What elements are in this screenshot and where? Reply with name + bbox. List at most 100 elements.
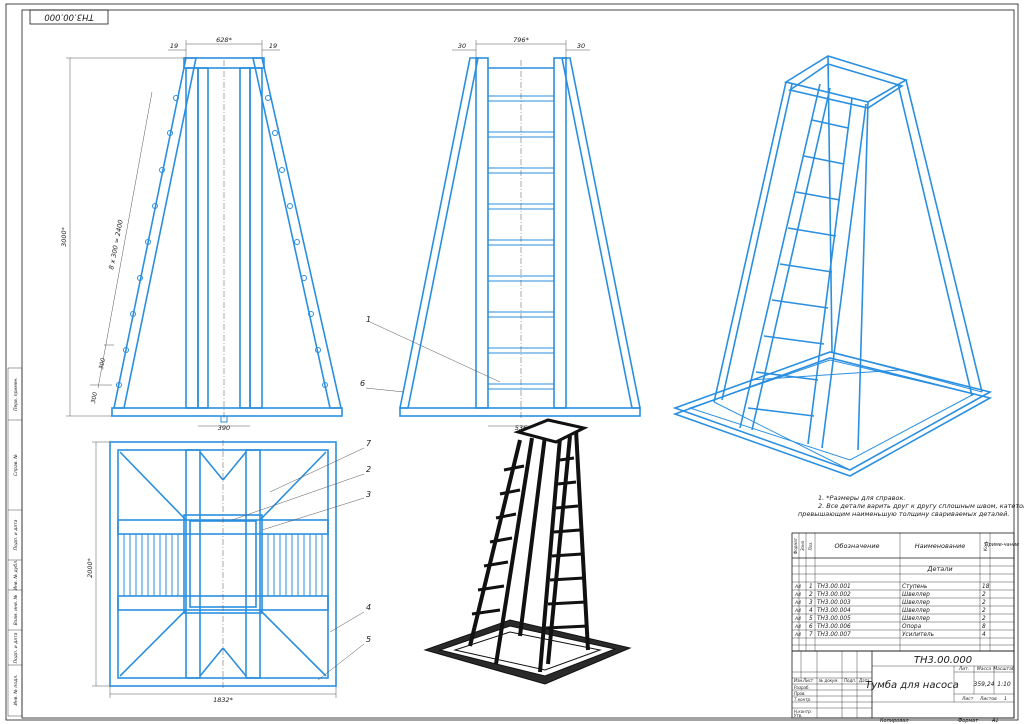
hdr-name: Наименование [915, 542, 966, 550]
copied-label: Копировал [880, 718, 909, 724]
row-format: А4 [794, 616, 801, 622]
stamp-sign-date-2: Подп. и дата [13, 632, 19, 663]
hdr-qty: Кол. [983, 541, 989, 551]
row-qty: 18 [982, 584, 990, 590]
side-stamp: Перв. примен. Справ. № Подп. и дата Инв.… [7, 367, 23, 717]
row-qty: 8 [982, 624, 986, 630]
doc-name: Тумба для насоса [865, 679, 958, 691]
row-pos: 3 [809, 600, 813, 606]
dim-step-300-a: 300 [98, 357, 107, 370]
row-format: А4 [794, 584, 801, 590]
row-code: ТН3.00.006 [817, 624, 851, 630]
row-format: А4 [794, 632, 801, 638]
dim-edge-b-left: 30 [458, 42, 466, 50]
row-name: Швеллер [902, 600, 930, 606]
front-view: 628* 19 19 3000* 8 x 300 = 2400 300 300 … [60, 36, 343, 432]
row-code: ТН3.00.005 [817, 616, 851, 622]
hdr-pos: Поз. [808, 542, 813, 551]
scale-value: 1:10 [997, 681, 1011, 688]
callout-7: 7 [366, 439, 372, 448]
stamp-sign-date-1: Подп. и дата [13, 519, 19, 550]
row-qty: 2 [982, 592, 986, 598]
stamp-dup-inv: Инв. № дубл. [13, 560, 19, 591]
callout-6: 6 [360, 379, 365, 388]
spec-table: Формат Зона Поз. Обозначение Наименовани… [791, 532, 1019, 652]
note-2: 2. Все детали варить друг к другу сплошн… [818, 502, 1024, 510]
callout-4: 4 [366, 603, 371, 612]
dim-height-total: 3000* [60, 226, 68, 247]
stamp-replace-inv: Взам. инв. № [13, 594, 19, 625]
row-format: А4 [794, 600, 801, 606]
row-format: А4 [794, 592, 801, 598]
note-3: превышающим наименьшую толщину свариваем… [798, 510, 1009, 518]
role-ncontrol: Н.контр. [794, 709, 812, 714]
note-1: 1. *Размеры для справок. [818, 494, 905, 502]
row-code: ТН3.00.003 [817, 600, 851, 606]
format-value: А1 [991, 718, 999, 724]
sheets-label: Листов [979, 696, 997, 702]
callout-2: 2 [366, 465, 371, 474]
row-pos: 2 [809, 592, 813, 598]
row-code: ТН3.00.007 [817, 632, 851, 638]
drawing-frame [21, 9, 1015, 719]
dim-base-b: 536 [515, 424, 527, 432]
sheet-border [5, 3, 1019, 721]
row-pos: 4 [809, 608, 813, 614]
row-format: А4 [794, 624, 801, 630]
rotated-code-box: ТН3.00.000 [29, 9, 109, 25]
dim-top-width-b: 796* [513, 36, 529, 44]
scale-label: Масштаб [993, 666, 1015, 672]
row-name: Швеллер [902, 616, 930, 622]
row-qty: 4 [982, 632, 986, 638]
callout-1: 1 [366, 315, 371, 324]
side-view: 796* 30 30 536 1 6 [360, 36, 641, 432]
change-list: Лист [802, 678, 814, 683]
row-code: ТН3.00.004 [817, 608, 851, 614]
doc-code: ТН3.00.000 [914, 655, 972, 666]
row-code: ТН3.00.001 [817, 584, 851, 590]
format-label: Формат [958, 718, 979, 724]
dim-plan-height: 2000* [86, 557, 94, 578]
row-pos: 6 [809, 624, 813, 630]
role-tcontrol: Т.контр. [794, 697, 811, 702]
section-details: Детали [926, 565, 952, 573]
change-doc: № докум. [818, 678, 839, 683]
hdr-designation: Обозначение [834, 542, 879, 550]
row-pos: 7 [809, 632, 813, 638]
row-name: Усилитель [902, 632, 934, 638]
sheet-label: Лист [961, 696, 974, 702]
hdr-format: Формат [793, 537, 798, 554]
iso-render-blue [672, 55, 993, 477]
dim-top-width-a: 628* [216, 36, 232, 44]
row-pos: 1 [809, 584, 813, 590]
row-name: Ступень [902, 584, 927, 590]
dim-edge-b-right: 30 [577, 42, 585, 50]
notes: 1. *Размеры для справок. 2. Все детали в… [798, 494, 1024, 518]
row-code: ТН3.00.002 [817, 592, 851, 598]
role-developer: Разраб. [794, 685, 810, 690]
dim-step-300-b: 300 [90, 391, 99, 404]
dim-edge-a-left: 19 [170, 42, 178, 50]
change-sign: Подп. [844, 678, 856, 683]
hdr-zone: Зона [800, 540, 805, 551]
stamp-orig-inv: Инв. № подл. [13, 674, 19, 705]
row-format: А4 [794, 608, 801, 614]
callout-5: 5 [366, 635, 371, 644]
dim-edge-a-right: 19 [269, 42, 277, 50]
role-checked: Пров. [794, 691, 806, 696]
stamp-first-use: Перв. примен. [13, 377, 19, 411]
dim-base-a: 390 [218, 424, 230, 432]
lit-label: Лит. [958, 666, 969, 672]
dim-plan-width: 1832* [213, 696, 234, 704]
row-qty: 2 [982, 608, 986, 614]
sheets-count: 1 [1004, 696, 1007, 702]
row-name: Швеллер [902, 592, 930, 598]
iso-render-dark [423, 418, 632, 685]
plan-view: 2000* 1832* 7 2 3 4 5 [86, 439, 372, 704]
row-name: Швеллер [902, 608, 930, 614]
change-izm: Изм. [794, 678, 803, 683]
row-pos: 5 [809, 616, 813, 622]
title-block: ТН3.00.000 Тумба для насоса Лит. Масса М… [791, 650, 1015, 719]
mass-label: Масса [977, 666, 992, 672]
